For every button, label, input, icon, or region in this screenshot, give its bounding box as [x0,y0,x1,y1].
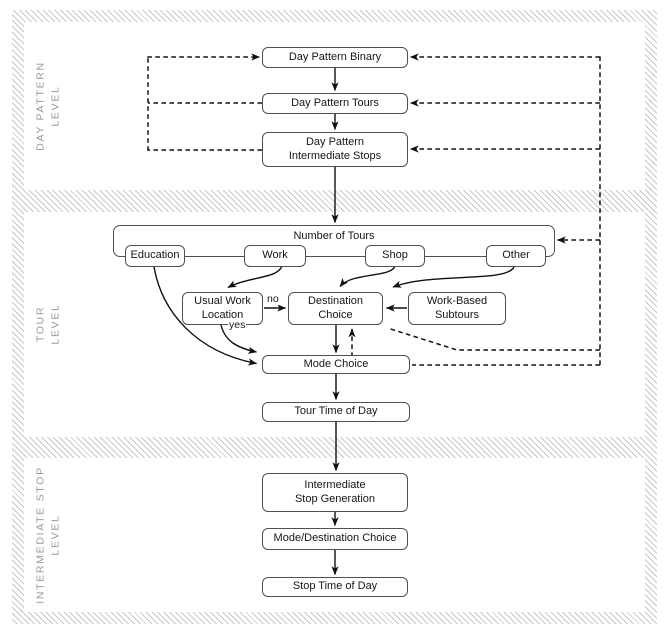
node-work: Work [244,245,306,267]
feedback-destchoice-rightloop [388,327,600,351]
edge-label-yes: yes [228,319,247,331]
node-other: Other [486,245,546,267]
node-tour-time-of-day: Tour Time of Day [262,402,410,422]
level-label-line2: LEVEL [49,303,61,345]
edge-other-destchoice [392,266,515,288]
level-label-line1: DAY PATTERN [34,61,47,151]
node-usual-work-location: Usual Work Location [182,292,263,325]
node-day-pattern-intermediate-stops: Day Pattern Intermediate Stops [262,132,408,167]
node-shop: Shop [365,245,425,267]
edge-label-no: no [266,293,280,305]
edge-work-uwl [227,265,283,289]
level-label-line2: LEVEL [49,514,61,556]
node-stop-time-of-day: Stop Time of Day [262,577,408,597]
level-label-line1: INTERMEDIATE STOP [34,466,47,604]
edge-uwl-modechoice-yes [220,324,258,354]
node-education: Education [125,245,185,267]
node-day-pattern-binary: Day Pattern Binary [262,47,408,68]
node-number-of-tours: Number of Tours [113,225,555,257]
node-mode-choice: Mode Choice [262,355,410,374]
node-work-based-subtours: Work-Based Subtours [408,292,506,325]
level-label-line1: TOUR [34,305,47,343]
level-label-line2: LEVEL [49,85,61,127]
edge-education-modechoice [153,266,258,366]
node-destination-choice: Destination Choice [288,292,383,325]
node-intermediate-stop-generation: Intermediate Stop Generation [262,473,408,512]
node-mode-destination-choice: Mode/Destination Choice [262,528,408,550]
edge-shop-destchoice [339,265,396,287]
node-day-pattern-tours: Day Pattern Tours [262,93,408,114]
